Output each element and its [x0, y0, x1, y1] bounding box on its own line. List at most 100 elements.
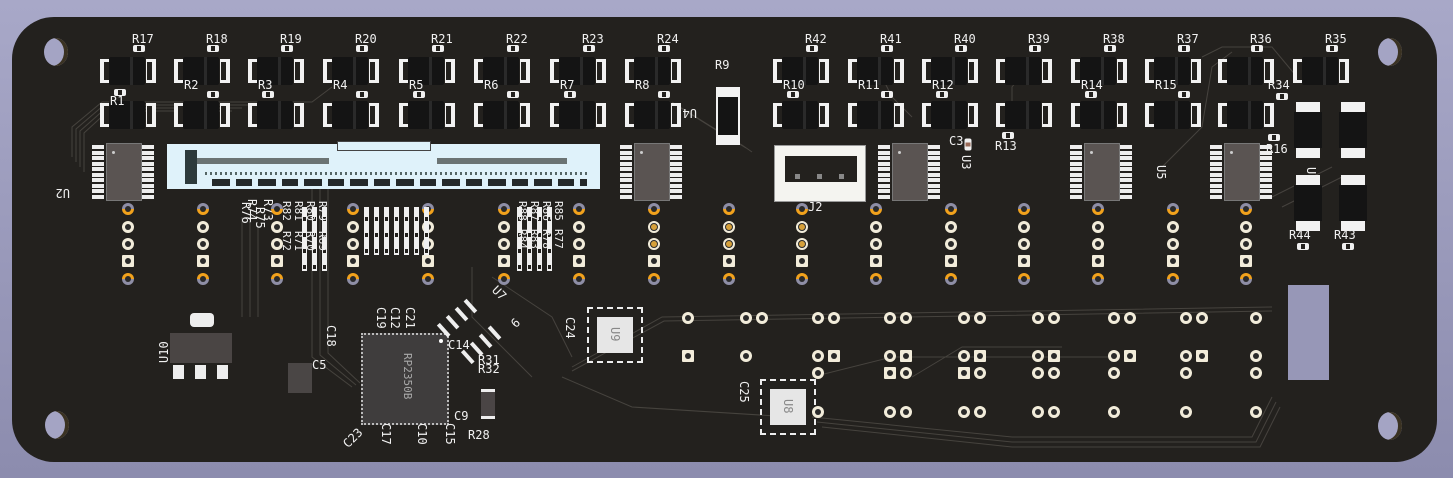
header-pin-square	[422, 255, 434, 267]
pin1-marker	[112, 151, 115, 154]
label-r3: R3	[258, 78, 273, 92]
resistor-array-pad	[547, 239, 552, 249]
label-r22: R22	[506, 32, 528, 46]
ic-pin	[1120, 161, 1132, 166]
diode-pad	[1042, 59, 1052, 83]
matrix-pad	[740, 350, 752, 362]
diode-pad	[996, 103, 1006, 127]
diode-pad	[174, 103, 184, 127]
ic-pin	[878, 150, 890, 155]
matrix-pad	[1108, 367, 1120, 379]
label-r19: R19	[280, 32, 302, 46]
diode-pad	[625, 59, 635, 83]
label-r32: R32	[478, 362, 500, 376]
header-pin-square	[347, 255, 359, 267]
diode-body	[257, 101, 293, 129]
ic-pin	[670, 161, 682, 166]
ic-pin	[1120, 156, 1132, 160]
header-column	[870, 203, 884, 293]
diode-body	[183, 57, 219, 85]
diode-r17	[100, 57, 156, 85]
resistor-array-pad	[537, 207, 542, 217]
resistor-array-pad	[302, 239, 307, 249]
board-cutout-slot	[1288, 285, 1329, 380]
diode-pad	[1071, 59, 1081, 83]
ic-pin	[1210, 172, 1222, 177]
header-pin	[573, 238, 585, 250]
matrix-pad	[958, 406, 970, 418]
diode-cathode-band	[1101, 101, 1104, 129]
resistor-r6	[507, 91, 519, 98]
label-u2: U2	[55, 186, 70, 200]
diode-body	[1005, 101, 1041, 129]
label-r1: R1	[110, 94, 125, 108]
label-r28: R28	[468, 428, 490, 442]
resistor-array-pad	[374, 223, 379, 233]
inductor	[481, 389, 495, 419]
header-pin	[723, 238, 735, 250]
matrix-pad	[884, 350, 896, 362]
diode-cathode-band	[1248, 101, 1251, 129]
label-r17: R17	[132, 32, 154, 46]
diode-pad	[848, 59, 858, 83]
ic-pin	[928, 167, 940, 171]
matrix-pad	[1108, 350, 1120, 362]
diode-body	[1154, 57, 1190, 85]
ic-pin	[928, 178, 940, 182]
ic-pin	[1120, 167, 1132, 171]
label-r41: R41	[880, 32, 902, 46]
diode-pad	[922, 103, 932, 127]
ic-pin	[1210, 156, 1222, 160]
resistor-array-pad	[404, 207, 409, 217]
resistor-r37	[1178, 45, 1190, 52]
matrix-pad	[1196, 350, 1208, 362]
header-column	[573, 203, 587, 293]
diode-pad	[996, 59, 1006, 83]
ic-pin	[928, 194, 940, 199]
ic-u4	[616, 143, 686, 201]
matrix-pad	[1250, 350, 1262, 362]
diode-r9	[716, 87, 740, 145]
header-pin-square	[648, 255, 660, 267]
label-r23: R23	[582, 32, 604, 46]
resistor-array-pad	[517, 207, 522, 217]
diode-cathode-band	[580, 57, 583, 85]
matrix-pad	[828, 312, 840, 324]
diode-pad	[445, 59, 455, 83]
diode-r1	[100, 101, 156, 129]
ic-pin	[1070, 183, 1082, 188]
fpc-connector	[167, 141, 600, 189]
diode-body	[483, 57, 519, 85]
ic-pin	[928, 156, 940, 160]
ic-pin	[620, 189, 632, 193]
diode-r3	[248, 101, 304, 129]
label-r79: R79	[316, 201, 329, 221]
resistor-r20	[356, 45, 368, 52]
diode-cathode-band	[504, 101, 507, 129]
diode-pad	[100, 103, 110, 127]
resistor-array-pad	[312, 207, 317, 217]
diode-body	[332, 57, 368, 85]
ic-pin	[1210, 178, 1222, 182]
matrix-pad	[1108, 406, 1120, 418]
ic-pin	[620, 194, 632, 199]
matrix-pad	[1250, 367, 1262, 379]
resistor-array-pad	[312, 223, 317, 233]
resistor-r1	[114, 89, 126, 96]
mounting-hole-top-left	[44, 38, 68, 66]
diode-cathode-band	[278, 101, 281, 129]
diode-cathode-band	[803, 101, 806, 129]
diode-cathode-band	[878, 101, 881, 129]
capacitor-c3	[964, 138, 972, 151]
diode-body	[782, 57, 818, 85]
pin-via	[945, 273, 957, 285]
matrix-pad	[958, 367, 970, 379]
label-c12: C12	[388, 307, 402, 329]
ic-pin	[1260, 183, 1272, 188]
diode-pad	[819, 59, 829, 83]
resistor-array-pad	[312, 239, 317, 249]
resistor-array-pad	[394, 207, 399, 217]
label-u8: U8	[781, 399, 795, 414]
ic-pin	[142, 161, 154, 166]
pin-via	[1240, 203, 1252, 215]
